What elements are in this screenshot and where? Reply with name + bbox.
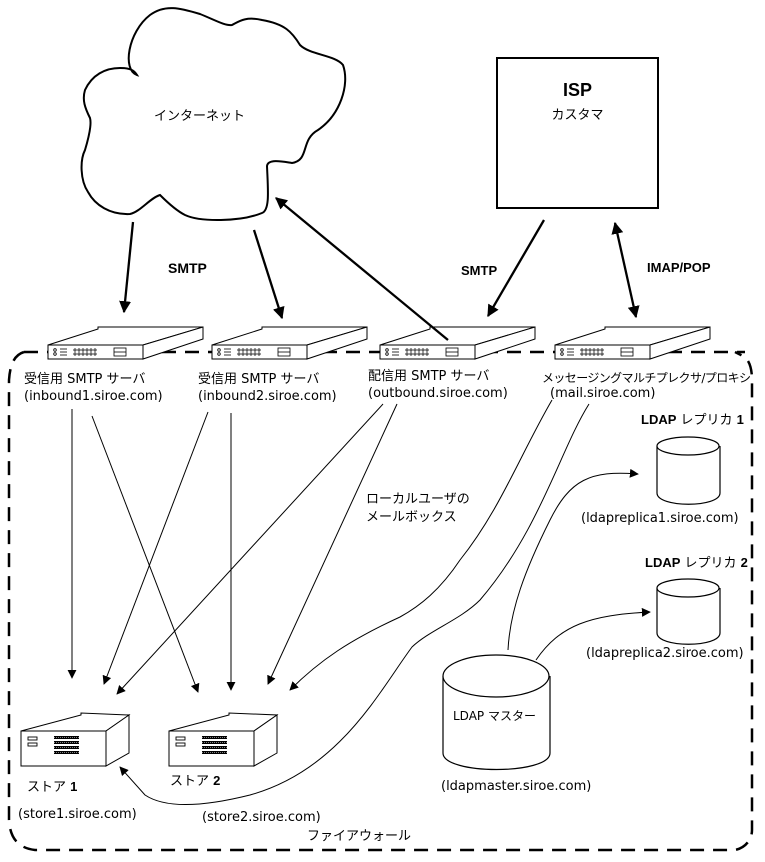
smtp-isp-label: SMTP [461,263,498,278]
firewall-boundary [7,350,754,852]
store1-name: ストア 1 [27,779,77,796]
mmp-host: (mail.siroe.com) [550,386,656,401]
ldap-replica2-title-mid: レプリカ [680,556,741,571]
ldap-replica1-title-mid: レプリカ [676,413,737,428]
ldap-replica2-title-prefix: LDAP [645,555,681,570]
store1-name-prefix: ストア [27,780,71,795]
ldap-master-cylinder [442,654,551,771]
store1-host: (store1.siroe.com) [18,807,137,822]
ldap-replica2-host: (ldapreplica2.siroe.com) [586,646,744,661]
inbound1-server-icon [47,326,204,360]
inbound2-role: 受信用 SMTP サーバ [198,372,320,387]
ldap-replica1-host: (ldapreplica1.siroe.com) [581,511,739,526]
ldap-replica1-title-num: 1 [736,412,744,427]
arrow-internet-to-inbound1 [119,221,135,314]
local-mailbox-note-line1: ローカルユーザの [366,492,470,507]
ldap-replica1-cylinder [656,436,721,505]
firewall-label: ファイアウォール [305,829,414,845]
inbound1-host: (inbound1.siroe.com) [24,389,163,404]
store2-name-num: 2 [213,773,221,788]
arrow-inbound1-to-store2 [91,415,200,693]
inbound2-server-icon [211,326,368,360]
ldap-replica2-title-num: 2 [740,555,748,570]
arrow-internet-to-inbound2 [252,229,285,320]
inbound2-host: (inbound2.siroe.com) [198,389,337,404]
arrow-mmp-to-store2 [289,399,553,691]
imap-pop-label: IMAP/POP [647,260,711,275]
store2-name-prefix: ストア [170,774,214,789]
arrow-outbound-to-store1 [116,403,384,695]
internet-label: インターネット [154,109,246,124]
local-mailbox-note-line2: メールボックス [366,510,457,525]
isp-customer-box [496,57,659,209]
arrow-outbound-to-internet [275,197,449,341]
outbound-host: (outbound.siroe.com) [368,386,508,401]
arrow-outbound-to-store2 [267,403,398,685]
smtp-inbound-label: SMTP [168,260,207,276]
arrow-mmp-to-store1 [119,403,590,805]
store2-name: ストア 2 [170,773,220,790]
ldap-replica1-title: LDAP レプリカ 1 [641,412,744,429]
ldap-master-label: LDAP マスター [453,709,536,723]
mmp-server-icon [554,326,711,360]
arrow-master-to-replica2 [535,607,651,661]
mmp-role: メッセージングマルチプレクサ/プロキシ [542,371,751,385]
store2-host: (store2.siroe.com) [202,810,321,825]
inbound1-role: 受信用 SMTP サーバ [24,372,146,387]
ldap-replica1-title-prefix: LDAP [641,412,677,427]
internet-cloud [80,7,347,222]
arrow-isp-to-outbound [487,219,545,318]
isp-title: ISP [562,80,592,100]
ldap-replica2-title: LDAP レプリカ 2 [645,555,748,572]
store1-server-icon [20,712,130,767]
store2-server-icon [168,712,278,767]
outbound-server-icon [379,326,536,360]
arrow-isp-mmp-imap [611,221,640,319]
outbound-role: 配信用 SMTP サーバ [368,369,490,384]
isp-subtitle: カスタマ [551,108,604,123]
store1-name-num: 1 [70,779,78,794]
ldap-replica2-cylinder [656,578,721,645]
arrow-inbound2-to-store1 [102,411,209,685]
arrow-master-to-replica1 [507,468,639,651]
ldap-master-host: (ldapmaster.siroe.com) [441,779,592,794]
